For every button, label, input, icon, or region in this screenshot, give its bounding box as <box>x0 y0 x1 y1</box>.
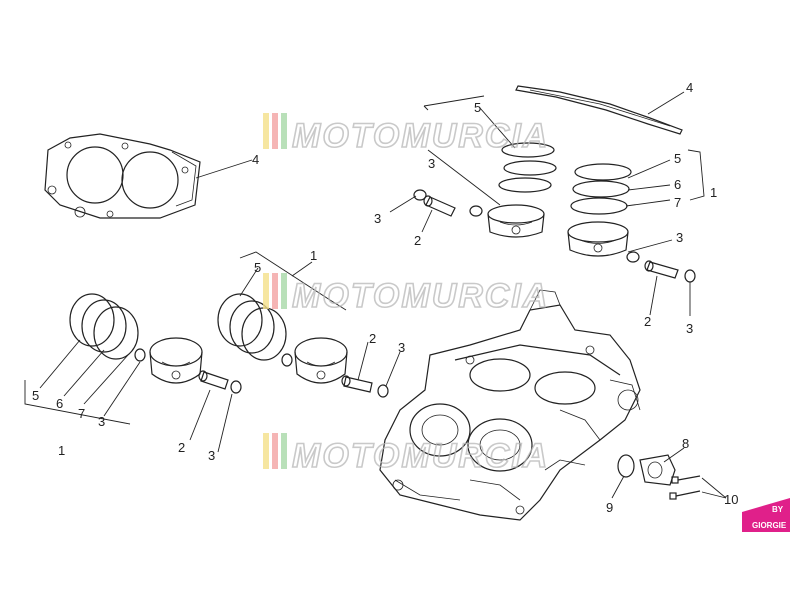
group-brackets <box>24 95 705 425</box>
callout-2-ur: 2 <box>644 314 651 329</box>
callout-3-ul-a: 3 <box>428 156 435 171</box>
callout-3-ul-b: 3 <box>374 211 381 226</box>
engine-crankcase <box>379 289 641 521</box>
ring-set-upper-left <box>498 142 557 193</box>
callout-6-ll: 6 <box>56 396 63 411</box>
callout-3-ll: 3 <box>98 414 105 429</box>
piston-pin-lower-middle <box>341 375 389 398</box>
badge-line2: GIORGIE <box>752 521 787 530</box>
callout-9: 9 <box>606 500 613 515</box>
callout-2-ll: 2 <box>178 440 185 455</box>
watermark-text: MOTOMURCIA <box>292 277 549 315</box>
callout-1-lm: 1 <box>310 248 317 263</box>
callout-7-ur: 7 <box>674 195 681 210</box>
water-pump-cover <box>617 454 676 486</box>
callout-1-ll: 1 <box>58 443 65 458</box>
watermark-top: MOTOMURCIA <box>263 113 549 156</box>
callout-2-lm: 2 <box>369 331 376 346</box>
piston-pin-upper-right <box>626 251 696 283</box>
callout-5-ul: 5 <box>474 100 481 115</box>
badge-line1: BY <box>772 505 784 514</box>
head-gasket-strip <box>515 85 683 135</box>
piston-upper-left <box>487 204 545 238</box>
watermark-text: MOTOMURCIA <box>292 117 549 155</box>
leader-lines <box>39 91 727 499</box>
callout-3-ll-b: 3 <box>208 448 215 463</box>
callout-7-ll: 7 <box>78 406 85 421</box>
piston-lower-left <box>134 337 203 384</box>
callout-5-ur: 5 <box>674 151 681 166</box>
piston-upper-right <box>567 221 629 257</box>
piston-pin-lower-left <box>198 370 242 394</box>
ring-set-lower-left <box>69 293 139 360</box>
watermark-bottom: MOTOMURCIA <box>263 433 549 476</box>
callout-10: 10 <box>724 492 738 507</box>
ring-set-upper-right <box>570 163 632 215</box>
callout-3-ur: 3 <box>676 230 683 245</box>
piston-pin-upper-left <box>413 189 483 217</box>
callout-4-gasket: 4 <box>252 152 259 167</box>
bolts <box>669 475 701 500</box>
callout-3-lm: 3 <box>398 340 405 355</box>
callout-5-ll: 5 <box>32 388 39 403</box>
head-gasket-left <box>44 133 201 219</box>
callout-1-ur: 1 <box>710 185 717 200</box>
callout-6-ur: 6 <box>674 177 681 192</box>
watermark-text: MOTOMURCIA <box>292 437 549 475</box>
callout-3-ur-b: 3 <box>686 321 693 336</box>
brand-badge: BY GIORGIE <box>742 498 790 532</box>
callout-2-ul: 2 <box>414 233 421 248</box>
callout-8: 8 <box>682 436 689 451</box>
piston-lower-middle <box>281 337 348 384</box>
callout-5-lm: 5 <box>254 260 261 275</box>
watermark-middle: MOTOMURCIA <box>263 273 549 316</box>
callout-labels: 4 4 5 3 3 2 5 6 7 1 3 2 3 5 1 2 3 5 6 7 … <box>32 80 738 515</box>
callout-4-strip: 4 <box>686 80 693 95</box>
